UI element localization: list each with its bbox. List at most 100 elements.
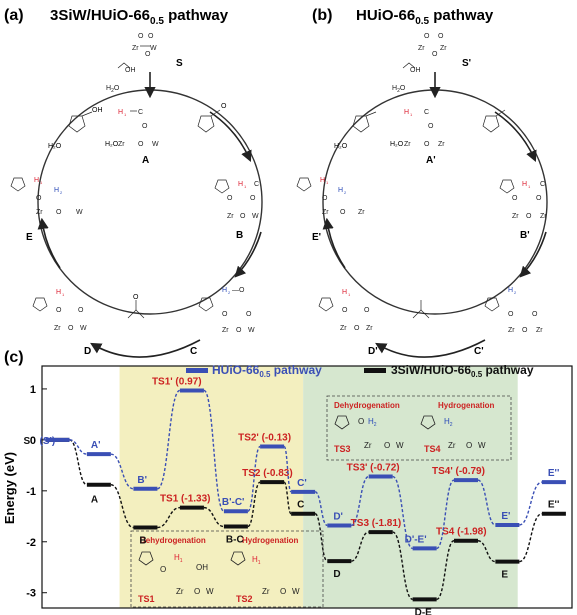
legend-blue-label: HUiO-660.5 pathway bbox=[212, 363, 322, 379]
svg-text:O: O bbox=[432, 51, 438, 58]
arrow-c-to-d bbox=[90, 339, 201, 358]
energy-connector bbox=[69, 439, 88, 486]
svg-text:H: H bbox=[338, 187, 343, 194]
svg-text:O: O bbox=[512, 195, 518, 202]
svg-text:O: O bbox=[160, 565, 166, 574]
energy-connector bbox=[314, 491, 328, 527]
panel-c: (c) -3-2-101 Energy (eV) HUiO-660.5 path… bbox=[2, 349, 573, 615]
energy-connector bbox=[477, 479, 496, 526]
svg-text:H2: H2 bbox=[368, 417, 377, 428]
furfuryl-a bbox=[68, 111, 93, 133]
svg-text:O: O bbox=[246, 311, 252, 318]
energy-level-label: B'-C' bbox=[222, 497, 245, 508]
h2o-b-right: H₂O bbox=[390, 141, 404, 148]
svg-text:H1: H1 bbox=[174, 553, 183, 564]
energy-level-label: TS3 (-1.81) bbox=[351, 518, 402, 529]
svg-text:Zr: Zr bbox=[36, 209, 43, 216]
state-a-prime-label: A' bbox=[426, 155, 436, 166]
energy-connector bbox=[435, 540, 455, 601]
svg-text:H: H bbox=[54, 187, 59, 194]
energy-connector bbox=[350, 475, 370, 527]
svg-text:H: H bbox=[222, 287, 227, 294]
arrow-c-prime-to-d-prime bbox=[375, 339, 486, 358]
svg-text:O: O bbox=[68, 325, 74, 332]
energy-level-label: D bbox=[333, 569, 340, 580]
energy-level-label: TS4' (-0.79) bbox=[432, 466, 485, 477]
panel-a-tag: (a) bbox=[4, 7, 24, 24]
svg-text:OH: OH bbox=[410, 67, 421, 74]
energy-level-label: E bbox=[501, 570, 508, 581]
svg-text:W: W bbox=[80, 325, 87, 332]
svg-text:H2: H2 bbox=[444, 417, 453, 428]
svg-text:C: C bbox=[138, 109, 143, 116]
svg-text:H1: H1 bbox=[252, 555, 261, 566]
state-b-label: B bbox=[236, 230, 243, 241]
svg-text:O: O bbox=[364, 307, 370, 314]
svg-text:2: 2 bbox=[60, 190, 63, 195]
svg-text:O: O bbox=[222, 311, 228, 318]
inset-ts4-title: Hydrogenation bbox=[438, 401, 495, 410]
svg-text:W: W bbox=[292, 587, 300, 596]
energy-level-label: E' bbox=[501, 511, 510, 522]
panel-c-tag: (c) bbox=[4, 349, 24, 366]
furfuryl-b bbox=[352, 111, 377, 133]
svg-text:C: C bbox=[540, 181, 545, 188]
svg-text:2: 2 bbox=[344, 190, 347, 195]
cycle-b-ring bbox=[322, 89, 548, 315]
svg-text:1: 1 bbox=[348, 292, 351, 297]
svg-text:Zr: Zr bbox=[364, 441, 372, 450]
cycle-b-arrow-2 bbox=[519, 231, 547, 278]
svg-text:H: H bbox=[404, 109, 409, 116]
energy-connector bbox=[351, 531, 369, 562]
energy-connector bbox=[314, 513, 328, 562]
h2o-release-b: H2O bbox=[392, 85, 406, 94]
legend-black-swatch bbox=[364, 368, 386, 373]
cycle-a-ring bbox=[37, 89, 263, 315]
svg-text:2: 2 bbox=[228, 290, 231, 295]
svg-text:1: 1 bbox=[244, 184, 247, 189]
energy-connector bbox=[157, 506, 181, 529]
svg-text:Zr: Zr bbox=[508, 327, 515, 334]
energy-level-label: TS1 (-1.33) bbox=[160, 494, 211, 505]
svg-text:W: W bbox=[76, 209, 83, 216]
svg-text:O: O bbox=[240, 213, 246, 220]
svg-text:Zr: Zr bbox=[418, 45, 425, 52]
state-e-prime-label: E' bbox=[312, 232, 321, 243]
svg-text:O: O bbox=[148, 33, 154, 40]
h2o-a-left: H₂O bbox=[48, 143, 62, 150]
svg-text:O: O bbox=[250, 195, 256, 202]
energy-level-label: TS2 (-0.83) bbox=[242, 468, 293, 479]
acetone-b bbox=[412, 300, 430, 319]
energy-level-label: B-C bbox=[226, 534, 244, 545]
svg-text:O: O bbox=[340, 209, 346, 216]
svg-text:H: H bbox=[238, 181, 243, 188]
y-axis: -3-2-101 bbox=[26, 384, 47, 600]
shaded-region-1 bbox=[303, 366, 518, 608]
svg-text:Zr: Zr bbox=[222, 327, 229, 334]
furfural-a-o: O bbox=[221, 103, 227, 110]
furfural-b bbox=[482, 109, 506, 133]
svg-text:O: O bbox=[522, 327, 528, 334]
y-tick-label: -2 bbox=[26, 537, 36, 549]
acetone-a bbox=[127, 300, 145, 319]
furfural-a bbox=[197, 109, 221, 133]
cycle-a-arrow-2 bbox=[234, 231, 262, 278]
state-b-prime-label: B' bbox=[520, 230, 530, 241]
legend-blue-swatch bbox=[186, 368, 208, 373]
inset-ts2-title: Hydrogenation bbox=[242, 536, 299, 545]
svg-text:O: O bbox=[322, 195, 328, 202]
energy-level-label: E'' bbox=[548, 468, 559, 479]
state-s-label: S bbox=[176, 58, 183, 69]
svg-text:O: O bbox=[138, 33, 144, 40]
svg-text:O: O bbox=[438, 33, 444, 40]
svg-text:Zr: Zr bbox=[322, 209, 329, 216]
svg-text:Zr: Zr bbox=[512, 213, 519, 220]
h2o-b-left: H₂O bbox=[334, 143, 348, 150]
svg-text:O: O bbox=[342, 307, 348, 314]
cycle-a-arrow-1 bbox=[209, 111, 252, 163]
